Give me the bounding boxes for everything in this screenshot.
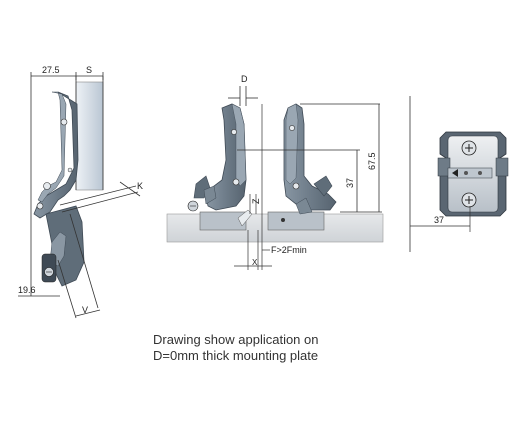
caption-line-2: D=0mm thick mounting plate [153,348,319,363]
door-panel [75,81,104,191]
hinge-arm [33,91,79,219]
middle-view-closed-hinge: D 37 67.5 Z X F>2Fmin [166,74,384,270]
right-view-plate-top: 37 [409,96,509,252]
mounting-plate-right [267,211,325,231]
label-37-vertical: 37 [345,178,355,188]
label-x: X [252,258,258,267]
mounting-plate-left [199,211,247,231]
label-27-5: 27.5 [42,65,60,75]
label-67-5: 67.5 [367,152,377,170]
caption-line-1: Drawing show application on [153,332,319,347]
label-d: D [241,74,248,84]
left-view-open-hinge: 27.5 S K V 19.6 [18,65,143,319]
label-s: S [86,65,92,75]
label-k: K [137,181,143,191]
label-f: F>2Fmin [271,245,307,255]
label-19-6: 19.6 [18,285,36,295]
label-37-base: 37 [434,215,444,225]
label-v: V [82,305,88,315]
label-z: Z [251,198,261,204]
